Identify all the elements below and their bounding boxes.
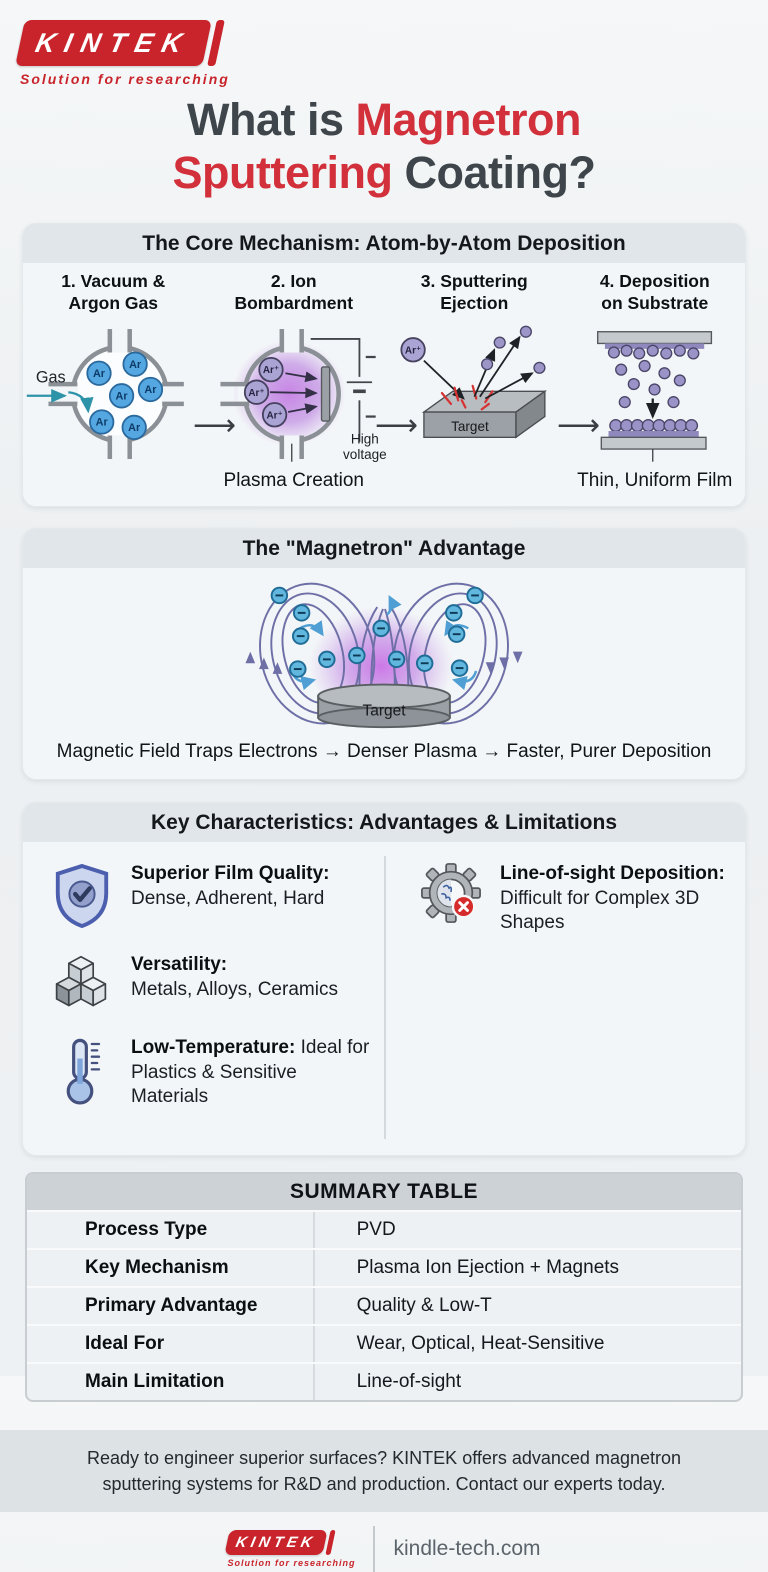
logo-bracket-icon <box>325 1530 336 1556</box>
argon-atoms: Ar Ar Ar Ar Ar Ar <box>86 351 164 440</box>
advantage-low-temperature: Low-Temperature: Ideal for Plastics & Se… <box>51 1036 374 1115</box>
title-gray-2: Coating? <box>392 147 596 199</box>
logo-tagline: Solution for researching <box>20 71 230 87</box>
logo-text: KINTEK <box>32 27 194 58</box>
key-characteristics-header: Key Characteristics: Advantages & Limita… <box>23 802 745 842</box>
cubes-icon <box>51 953 115 1018</box>
cta-band: Ready to engineer superior surfaces? KIN… <box>0 1429 768 1513</box>
svg-text:Ar: Ar <box>129 359 142 371</box>
steps-grid: 1. Vacuum & Argon Gas <box>23 263 745 468</box>
svg-text:Ar: Ar <box>93 368 106 380</box>
cta-text: Ready to engineer superior surfaces? KIN… <box>87 1447 681 1494</box>
svg-text:Ar: Ar <box>145 384 158 396</box>
summary-table-title: SUMMARY TABLE <box>27 1173 741 1210</box>
svg-text:voltage: voltage <box>343 447 387 462</box>
svg-text:Ar⁺: Ar⁺ <box>263 365 279 376</box>
advantage-versatility: Versatility: Metals, Alloys, Ceramics <box>51 953 374 1018</box>
logo-box-icon: KINTEK <box>15 20 212 66</box>
ion-bombardment-diagram: Ar⁺ Ar⁺ Ar⁺ High voltage <box>220 328 386 462</box>
footer-brand: KINTEK Solution for researching kindle-t… <box>0 1526 768 1572</box>
arrow-right-icon: ⟶ <box>193 409 237 443</box>
gas-label: Gas <box>36 368 66 386</box>
plasma-creation-label: Plasma Creation <box>223 469 364 491</box>
svg-text:Ar: Ar <box>116 390 129 402</box>
step-sputtering-ejection: 3. Sputtering Ejection Target Ar⁺ <box>384 271 565 468</box>
target-label: Target <box>362 702 406 719</box>
gear-x-icon <box>420 862 484 929</box>
magnetron-field-diagram: Target <box>245 582 523 729</box>
key-characteristics-panel: Key Characteristics: Advantages & Limita… <box>22 801 746 1156</box>
svg-text:Ar⁺: Ar⁺ <box>405 345 421 356</box>
step-ion-bombardment: 2. Ion Bombardment <box>204 271 386 468</box>
svg-text:Ar⁺: Ar⁺ <box>266 410 282 421</box>
advantages-column: Superior Film Quality: Dense, Adherent, … <box>23 856 384 1139</box>
svg-text:Ar: Ar <box>128 422 141 434</box>
thermometer-icon <box>51 1036 115 1115</box>
table-row: Main Limitation Line-of-sight <box>27 1361 741 1400</box>
step-deposition-substrate: 4. Deposition on Substrate <box>565 271 746 468</box>
advantage-film-quality: Superior Film Quality: Dense, Adherent, … <box>51 862 374 935</box>
logo-box-icon: KINTEK <box>224 1530 328 1556</box>
core-mechanism-header: The Core Mechanism: Atom-by-Atom Deposit… <box>23 224 745 264</box>
kintek-logo: KINTEK Solution for researching <box>15 20 230 87</box>
table-row: Process Type PVD <box>27 1209 741 1248</box>
core-mechanism-panel: The Core Mechanism: Atom-by-Atom Deposit… <box>22 223 746 507</box>
shield-check-icon <box>51 862 115 935</box>
thin-film-label: Thin, Uniform Film <box>577 469 733 491</box>
svg-text:Ar⁺: Ar⁺ <box>248 388 264 399</box>
limitation-line-of-sight: Line-of-sight Deposition: Difficult for … <box>420 862 735 936</box>
magnetron-caption: Magnetic Field Traps Electrons → Denser … <box>56 740 712 762</box>
magnetron-advantage-panel: The "Magnetron" Advantage <box>22 527 746 780</box>
page-title: What is Magnetron Sputtering Coating? <box>0 93 768 199</box>
limitations-column: Line-of-sight Deposition: Difficult for … <box>384 855 745 1139</box>
summary-table: SUMMARY TABLE Process Type PVD Key Mecha… <box>25 1171 743 1402</box>
step-vacuum-argon: 1. Vacuum & Argon Gas <box>23 271 204 468</box>
footer-divider <box>373 1526 376 1572</box>
table-row: Primary Advantage Quality & Low-T <box>27 1285 741 1324</box>
arrow-right-icon: ⟶ <box>557 409 601 443</box>
high-voltage-label: High <box>351 432 379 447</box>
title-red-2: Sputtering <box>172 147 393 199</box>
svg-text:Ar: Ar <box>96 416 109 428</box>
website-text: kindle-tech.com <box>393 1537 541 1561</box>
step-captions: Plasma Creation Thin, Uniform Film <box>23 468 745 506</box>
deposition-diagram <box>596 330 712 462</box>
arrow-right-icon: ⟶ <box>375 409 419 443</box>
target-label: Target <box>451 419 489 434</box>
page-header: KINTEK Solution for researching <box>0 0 768 89</box>
table-row: Key Mechanism Plasma Ion Ejection + Magn… <box>27 1247 741 1286</box>
title-gray-1: What is <box>186 94 356 145</box>
table-row: Ideal For Wear, Optical, Heat-Sensitive <box>27 1323 741 1362</box>
sputtering-diagram: Target Ar⁺ <box>400 325 548 439</box>
vacuum-chamber-diagram: Gas Ar Ar Ar Ar Ar Ar <box>27 328 185 459</box>
magnetron-advantage-header: The "Magnetron" Advantage <box>23 528 745 568</box>
title-red-1: Magnetron <box>355 94 582 145</box>
kintek-logo-footer: KINTEK Solution for researching <box>224 1530 355 1568</box>
